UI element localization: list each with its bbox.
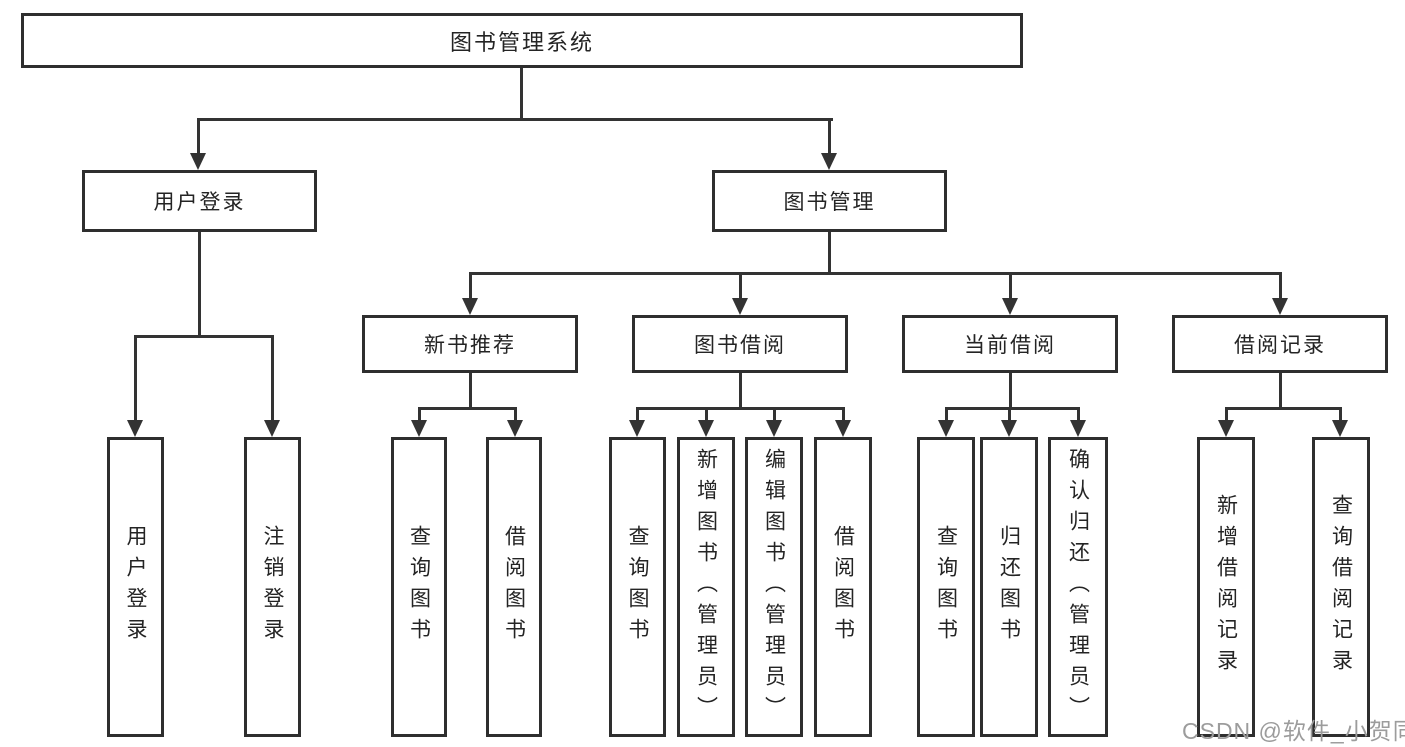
node-user-login: 用户登录: [82, 170, 317, 232]
leaf-label: 用户登录: [124, 525, 147, 649]
connector-arrow-stem: [271, 335, 274, 421]
node-book-borrowing: 图书借阅: [632, 315, 848, 373]
node-label: 当前借阅: [964, 334, 1056, 357]
connector-arrow-stem: [197, 118, 200, 156]
connector-current-stem: [1009, 373, 1012, 407]
connector-arrow-stem: [842, 407, 845, 423]
leaf-user-login: 用户登录: [107, 437, 164, 737]
arrow-down-icon: [462, 298, 478, 315]
arrow-down-icon: [264, 420, 280, 437]
leaf-borrow-books-recommend: 借阅图书: [486, 437, 542, 737]
leaf-label: 借阅图书: [502, 525, 526, 649]
connector-level1-branch: [197, 118, 833, 121]
node-label: 图书管理: [783, 191, 876, 214]
leaf-label: 借阅图书: [831, 525, 855, 649]
connector-arrow-stem: [945, 407, 948, 423]
leaf-label: 确认归还（管理员）: [1066, 447, 1090, 727]
arrow-down-icon: [821, 153, 837, 170]
leaf-label: 查询借阅记录: [1329, 494, 1353, 680]
leaf-edit-books-admin: 编辑图书（管理员）: [745, 437, 803, 737]
connector-arrow-stem: [418, 407, 421, 423]
connector-user-login-branch: [134, 335, 274, 338]
arrow-down-icon: [1001, 420, 1017, 437]
connector-recommend-stem: [469, 373, 472, 407]
connector-records-branch: [1225, 407, 1342, 410]
node-library-management-system: 图书管理系统: [21, 13, 1023, 68]
connector-arrow-stem: [1279, 272, 1282, 301]
leaf-label: 查询图书: [626, 525, 649, 649]
arrow-down-icon: [629, 420, 645, 437]
leaf-label: 归还图书: [997, 525, 1021, 649]
arrow-down-icon: [766, 420, 782, 437]
leaf-return-books: 归还图书: [980, 437, 1038, 737]
arrow-down-icon: [190, 153, 206, 170]
leaf-label: 查询图书: [934, 525, 958, 649]
arrow-down-icon: [411, 420, 427, 437]
leaf-label: 注销登录: [261, 525, 284, 649]
arrow-down-icon: [698, 420, 714, 437]
arrow-down-icon: [1002, 298, 1018, 315]
node-label: 图书借阅: [694, 334, 786, 357]
connector-arrow-stem: [828, 118, 831, 156]
arrow-down-icon: [732, 298, 748, 315]
connector-current-branch: [945, 407, 1080, 410]
connector-book-management-branch: [469, 272, 1282, 275]
arrow-down-icon: [507, 420, 523, 437]
leaf-add-borrow-record: 新增借阅记录: [1197, 437, 1255, 737]
connector-arrow-stem: [514, 407, 517, 423]
leaf-query-books-recommend: 查询图书: [391, 437, 447, 737]
connector-arrow-stem: [1009, 272, 1012, 301]
node-label: 用户登录: [153, 191, 246, 214]
node-label: 借阅记录: [1234, 334, 1326, 357]
connector-borrow-stem: [739, 373, 742, 407]
node-label: 图书管理系统: [449, 29, 594, 55]
connector-arrow-stem: [469, 272, 472, 301]
connector-records-stem: [1279, 373, 1282, 407]
arrow-down-icon: [1332, 420, 1348, 437]
connector-user-login-stem: [198, 232, 201, 335]
leaf-query-borrow-record: 查询借阅记录: [1312, 437, 1370, 737]
leaf-borrow-books: 借阅图书: [814, 437, 872, 737]
connector-arrow-stem: [705, 407, 708, 423]
arrow-down-icon: [835, 420, 851, 437]
arrow-down-icon: [1218, 420, 1234, 437]
leaf-confirm-return-admin: 确认归还（管理员）: [1048, 437, 1108, 737]
leaf-label: 新增借阅记录: [1214, 494, 1238, 680]
arrow-down-icon: [1070, 420, 1086, 437]
arrow-down-icon: [1272, 298, 1288, 315]
connector-arrow-stem: [1008, 407, 1011, 423]
leaf-logout: 注销登录: [244, 437, 301, 737]
connector-arrow-stem: [1225, 407, 1228, 423]
connector-arrow-stem: [1339, 407, 1342, 423]
node-book-management: 图书管理: [712, 170, 947, 232]
leaf-label: 编辑图书（管理员）: [762, 447, 786, 727]
connector-arrow-stem: [134, 335, 137, 421]
arrow-down-icon: [127, 420, 143, 437]
leaf-add-books-admin: 新增图书（管理员）: [677, 437, 735, 737]
node-label: 新书推荐: [424, 334, 516, 357]
connector-arrow-stem: [773, 407, 776, 423]
leaf-query-books-current: 查询图书: [917, 437, 975, 737]
leaf-label: 新增图书（管理员）: [694, 447, 718, 727]
connector-book-management-stem: [828, 232, 831, 272]
connector-root-stem: [520, 68, 523, 118]
node-current-borrowing: 当前借阅: [902, 315, 1118, 373]
arrow-down-icon: [938, 420, 954, 437]
connector-arrow-stem: [1077, 407, 1080, 423]
node-new-book-recommendation: 新书推荐: [362, 315, 578, 373]
connector-arrow-stem: [739, 272, 742, 301]
connector-recommend-branch: [418, 407, 517, 410]
leaf-query-books-borrow: 查询图书: [609, 437, 666, 737]
node-borrowing-records: 借阅记录: [1172, 315, 1388, 373]
connector-arrow-stem: [636, 407, 639, 423]
leaf-label: 查询图书: [407, 525, 431, 649]
csdn-watermark: CSDN @软件_小贺同学: [1182, 718, 1405, 744]
connector-borrow-branch: [636, 407, 845, 410]
